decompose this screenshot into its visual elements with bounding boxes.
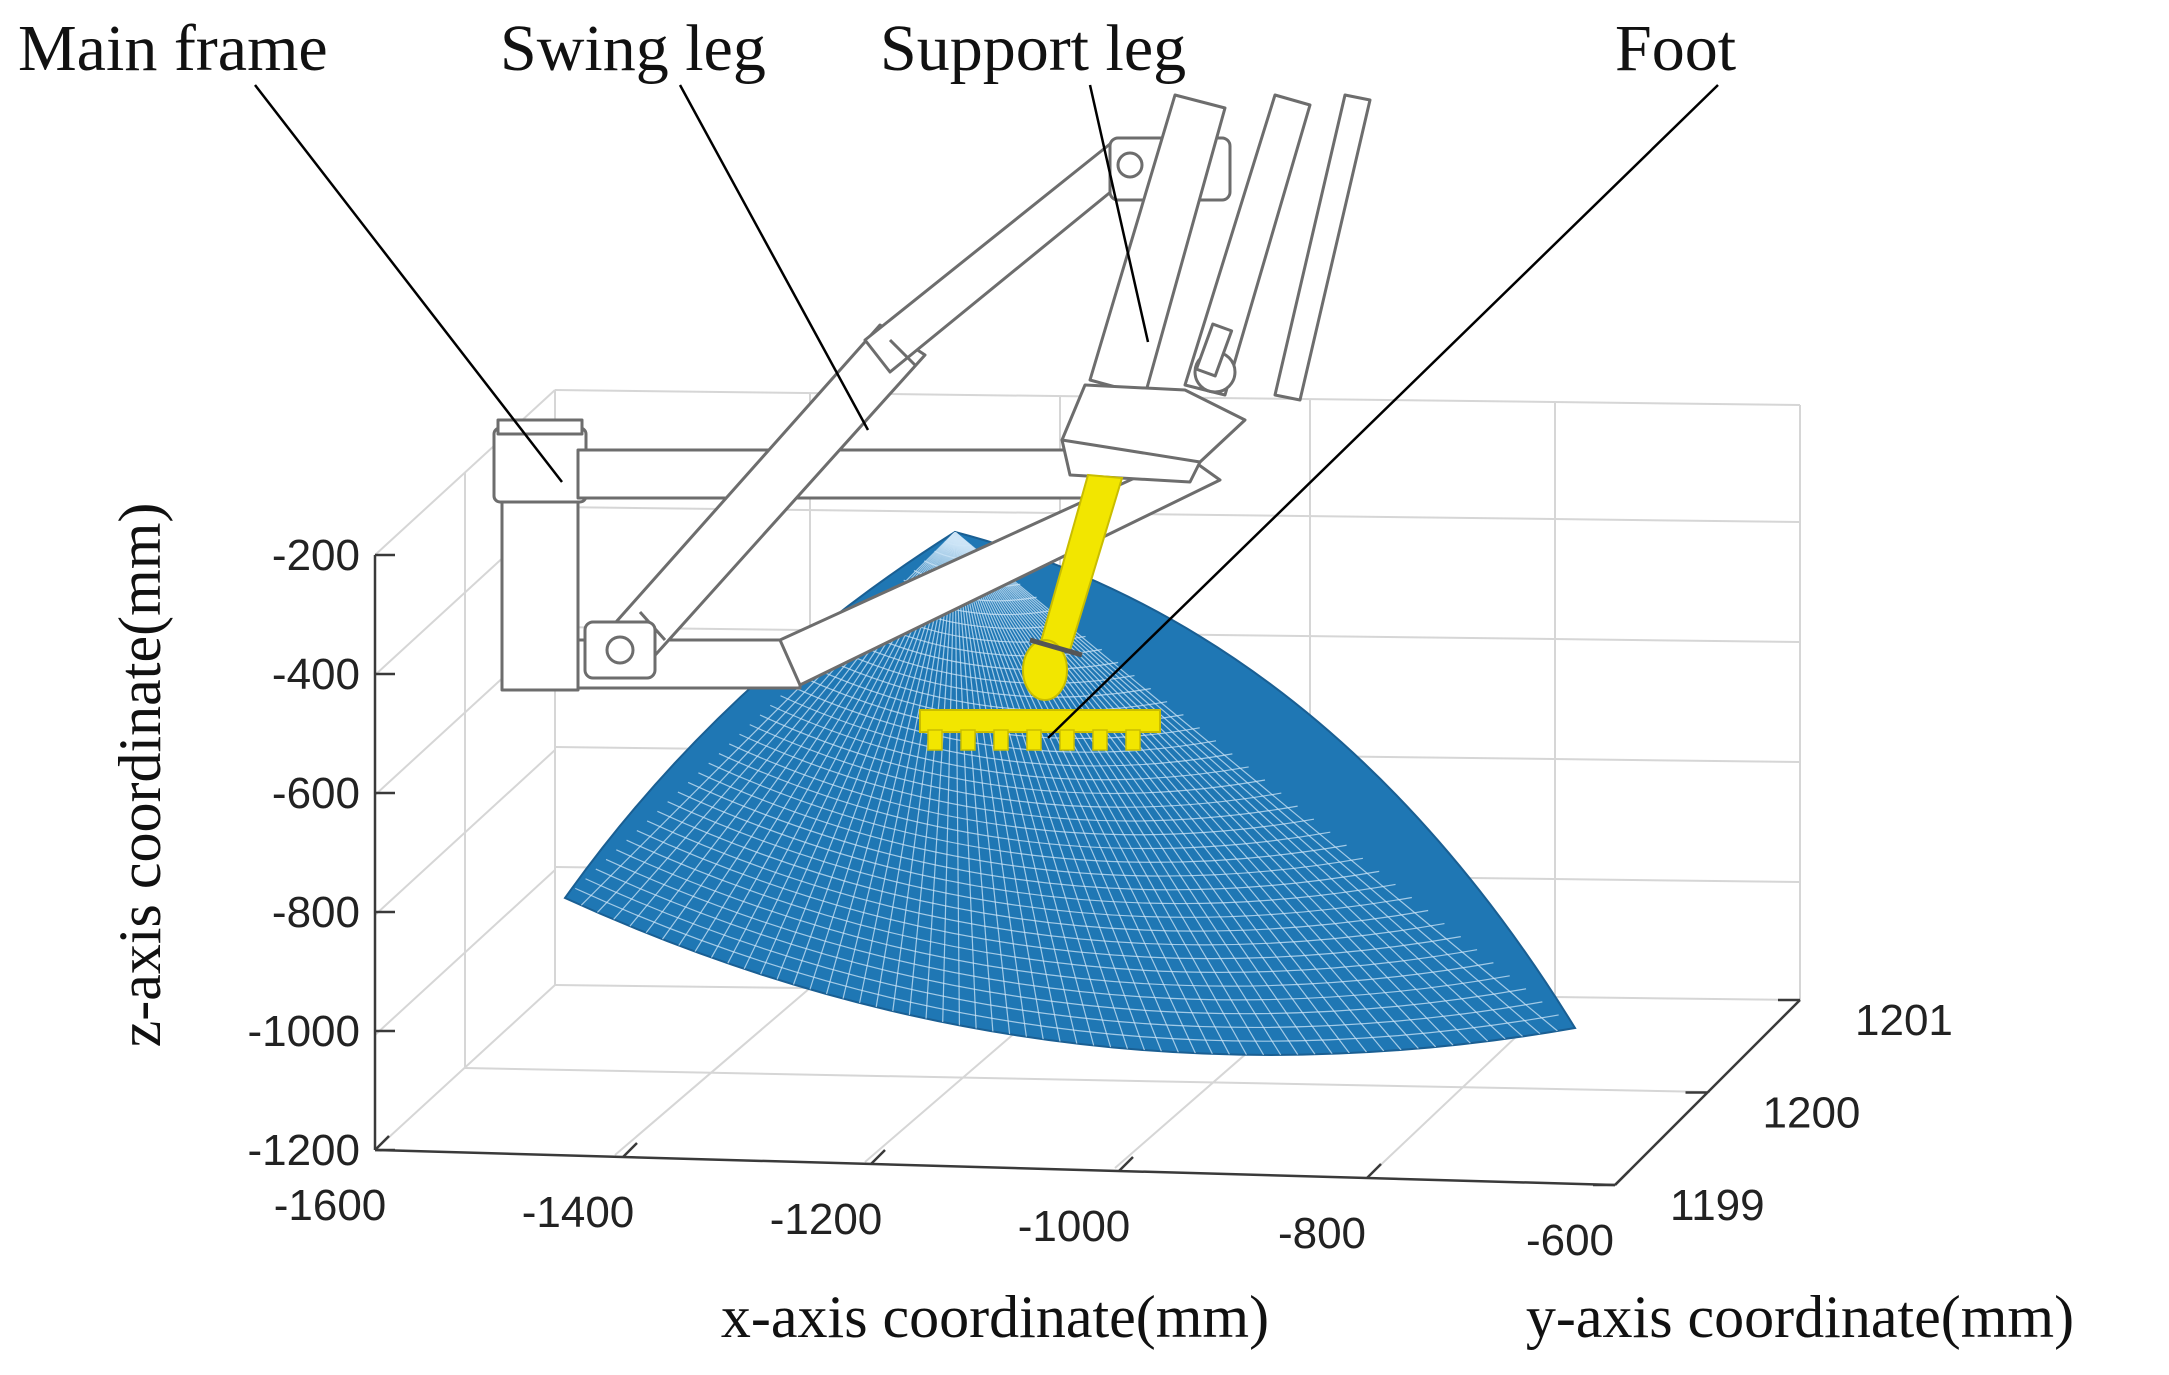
mesh-arc — [595, 868, 1527, 1015]
mesh-arc — [698, 772, 1363, 877]
foot-tooth — [1026, 729, 1042, 751]
x-tick-mark — [1366, 1163, 1382, 1179]
z-tick-label: -1000 — [247, 1007, 360, 1056]
mesh-arc — [667, 801, 1412, 918]
x-tick-mark — [622, 1142, 638, 1158]
mesh-arc — [657, 810, 1429, 932]
foot-teeth — [927, 729, 1141, 751]
foot-plate — [919, 709, 1161, 733]
foot-band — [1029, 637, 1083, 658]
mesh-arc — [739, 733, 1298, 822]
leader-swing-leg — [678, 84, 870, 431]
mesh-arc — [708, 762, 1347, 863]
foot-tooth — [1059, 729, 1075, 751]
z-tick-label: -200 — [272, 531, 360, 580]
y-tick-label: 1200 — [1763, 1089, 1861, 1138]
leg-mechanism — [492, 93, 1372, 692]
mesh-arc — [841, 637, 1135, 684]
x-tick-label: -800 — [1278, 1209, 1366, 1258]
z-axis-title: z-axis coordinate(mm) — [107, 503, 173, 1048]
foot-ankle — [1022, 639, 1068, 701]
mesh-arc — [636, 830, 1461, 960]
mesh-arc — [646, 820, 1445, 946]
mesh-arc — [831, 647, 1151, 698]
mesh-arc — [780, 695, 1233, 767]
x-axis-line — [374, 1148, 1616, 1187]
y-axis-title: y-axis coordinate(mm) — [1526, 1284, 2074, 1350]
callout-swing-leg: Swing leg — [500, 12, 766, 85]
mesh-arc — [585, 878, 1543, 1028]
leader-main-frame — [254, 84, 563, 483]
mesh-arc — [759, 714, 1266, 795]
foot-tooth — [960, 729, 976, 751]
upper-hinge-pin — [1116, 151, 1144, 179]
x-tick-mark — [374, 1135, 390, 1151]
x-ticks: -1600 -1400 -1200 -1000 -800 -600 — [274, 1135, 1630, 1265]
mesh-arc — [728, 743, 1315, 836]
main-frame-cap — [496, 418, 584, 436]
foot-tooth — [927, 729, 943, 751]
foot-tooth — [993, 729, 1009, 751]
z-tick-label: -800 — [272, 888, 360, 937]
axes: -200 -400 -600 -800 -1000 -1200 -1600 -1400 -12… — [247, 531, 1952, 1265]
x-tick-mark — [1614, 1170, 1630, 1186]
x-tick-label: -1000 — [1018, 1202, 1131, 1251]
leader-foot — [1047, 84, 1719, 739]
x-tick-label: -600 — [1526, 1216, 1614, 1265]
x-tick-label: -1400 — [522, 1188, 635, 1237]
z-tick-label: -400 — [272, 650, 360, 699]
foot — [919, 473, 1161, 751]
x-axis-title: x-axis coordinate(mm) — [721, 1284, 1269, 1350]
mesh-arc — [944, 541, 972, 547]
mesh-arc — [749, 724, 1282, 808]
callout-support-leg: Support leg — [880, 12, 1186, 85]
x-tick-label: -1600 — [274, 1181, 387, 1230]
y-ticks: 1199 1200 1201 — [1593, 996, 1953, 1230]
z-tick-label: -1200 — [247, 1126, 360, 1175]
x-tick-mark — [1118, 1156, 1134, 1172]
swing-hinge-pin — [605, 635, 635, 665]
swing-leg-collar-2 — [888, 338, 917, 367]
mesh-arc — [605, 858, 1510, 1001]
mesh-arc — [626, 839, 1478, 973]
main-frame-column — [500, 490, 580, 692]
mesh-arc — [687, 781, 1380, 891]
mesh-arc — [821, 656, 1168, 712]
y-tick-label: 1199 — [1670, 1181, 1765, 1230]
foot-tooth — [1092, 729, 1108, 751]
swing-leg-rod — [863, 138, 1142, 374]
y-tick-label: 1201 — [1855, 996, 1953, 1045]
main-frame-top-block — [492, 426, 588, 504]
x-tick-label: -1200 — [770, 1195, 883, 1244]
support-leg-housing-base — [1060, 438, 1202, 484]
mesh-arc — [718, 752, 1331, 850]
mesh-arc — [770, 704, 1249, 781]
leader-support-leg — [1088, 84, 1150, 343]
callout-foot: Foot — [1615, 12, 1736, 85]
support-leg-tube-c — [1273, 93, 1372, 402]
foot-tooth — [1125, 729, 1141, 751]
mesh-arc — [677, 791, 1396, 905]
z-tick-label: -600 — [272, 769, 360, 818]
z-ticks: -200 -400 -600 -800 -1000 -1200 — [247, 531, 395, 1175]
callout-main-frame: Main frame — [18, 12, 328, 85]
support-leg-clamp — [1194, 322, 1234, 378]
x-tick-mark — [870, 1149, 886, 1165]
mesh-arc — [616, 849, 1494, 987]
mesh-arc — [575, 887, 1559, 1042]
